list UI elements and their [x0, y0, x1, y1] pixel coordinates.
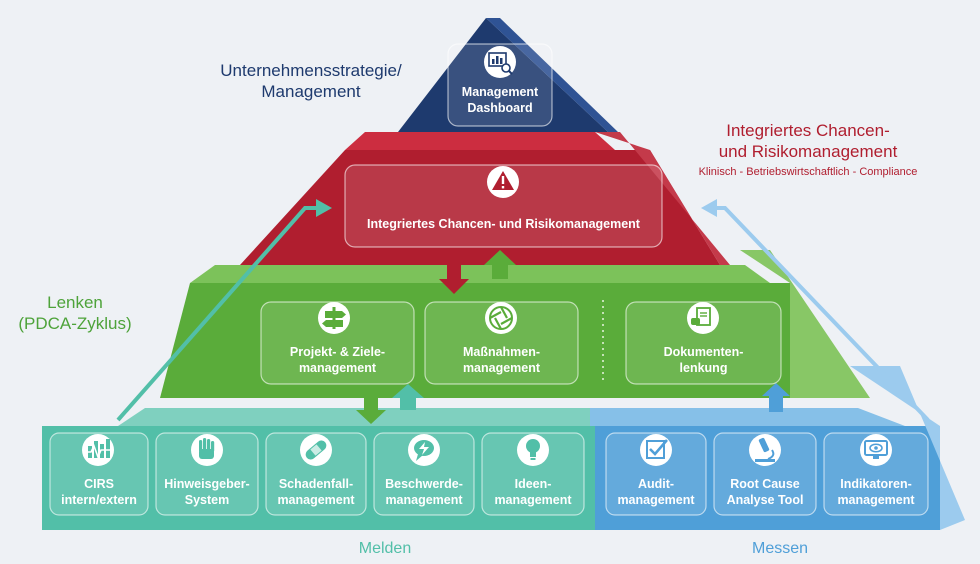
whistleblower-label: Hinweisgeber- System: [164, 477, 250, 508]
red-tier-top: [345, 132, 615, 150]
microscope-icon: [749, 434, 781, 466]
speech-bubble-bolt-icon: [408, 434, 440, 466]
bottom-tier-blue-top: [590, 408, 905, 426]
document-control-label: Dokumenten- lenkung: [663, 345, 744, 376]
document-control-box[interactable]: [625, 301, 782, 385]
risk-side-label: Integriertes Chancen- und Risikomanageme…: [698, 121, 918, 178]
complaints-label: Beschwerde- management: [385, 477, 463, 508]
root-cause-label: Root Cause Analyse Tool: [726, 477, 804, 508]
green-tier-face: [160, 283, 790, 398]
project-goals-box[interactable]: [260, 301, 415, 385]
shutter-icon: [485, 302, 517, 334]
arrow-green-to-bottom: [356, 398, 386, 424]
document-hand-icon: [687, 302, 719, 334]
lightbulb-icon: [517, 434, 549, 466]
raised-hand-icon: [191, 434, 223, 466]
green-tier-top: [190, 265, 770, 283]
pdca-label: Lenken (PDCA-Zyklus): [18, 293, 132, 334]
ideas-label: Ideen- management: [494, 477, 572, 508]
red-tier-face: [240, 150, 720, 265]
arrow-bottom-to-green-blue: [762, 383, 790, 412]
indicators-label: Indikatoren- management: [837, 477, 915, 508]
dashboard-chart-icon: [484, 46, 516, 78]
measures-box[interactable]: [424, 301, 579, 385]
whistleblower-box[interactable]: [155, 432, 259, 516]
warning-icon: [487, 166, 519, 198]
audit-box[interactable]: [605, 432, 707, 516]
pulse-bars-icon: [82, 434, 114, 466]
pdca-arrow-left-head: [316, 199, 332, 217]
bottom-tier-teal-top: [118, 408, 590, 426]
damage-case-label: Schadenfall- management: [277, 477, 355, 508]
signpost-icon: [318, 302, 350, 334]
indicators-box[interactable]: [823, 432, 929, 516]
management-dashboard-box[interactable]: [447, 43, 553, 127]
green-tier-side: [740, 250, 870, 398]
management-dashboard-label: Management Dashboard: [461, 85, 539, 116]
project-goals-label: Projekt- & Ziele- management: [289, 345, 386, 376]
arrow-red-to-green: [439, 265, 469, 294]
risk-management-label: Integriertes Chancen- und Risikomanageme…: [367, 217, 640, 231]
risk-management-box[interactable]: [344, 164, 663, 248]
checkbox-icon: [640, 434, 672, 466]
monitor-eye-icon: [860, 434, 892, 466]
red-tier-side: [595, 132, 730, 265]
pdca-arrow-right-head: [701, 199, 717, 217]
cirs-label: CIRS intern/extern: [61, 477, 137, 508]
cirs-box[interactable]: [49, 432, 149, 516]
measure-label: Messen: [751, 540, 809, 557]
root-cause-box[interactable]: [713, 432, 817, 516]
strategy-label: Unternehmensstrategie/ Management: [220, 61, 402, 102]
report-label: Melden: [358, 540, 412, 557]
audit-label: Audit- management: [617, 477, 695, 508]
ideas-box[interactable]: [481, 432, 585, 516]
bandage-icon: [300, 434, 332, 466]
arrow-green-to-red: [484, 250, 516, 279]
arrow-bottom-to-green-teal: [392, 384, 424, 410]
bottom-boxes: [49, 432, 929, 516]
complaints-box[interactable]: [373, 432, 475, 516]
pdca-arrow-left: [116, 206, 318, 422]
measures-label: Maßnahmen- management: [462, 345, 541, 376]
pdca-arrow-right: [715, 206, 930, 422]
damage-case-box[interactable]: [265, 432, 367, 516]
